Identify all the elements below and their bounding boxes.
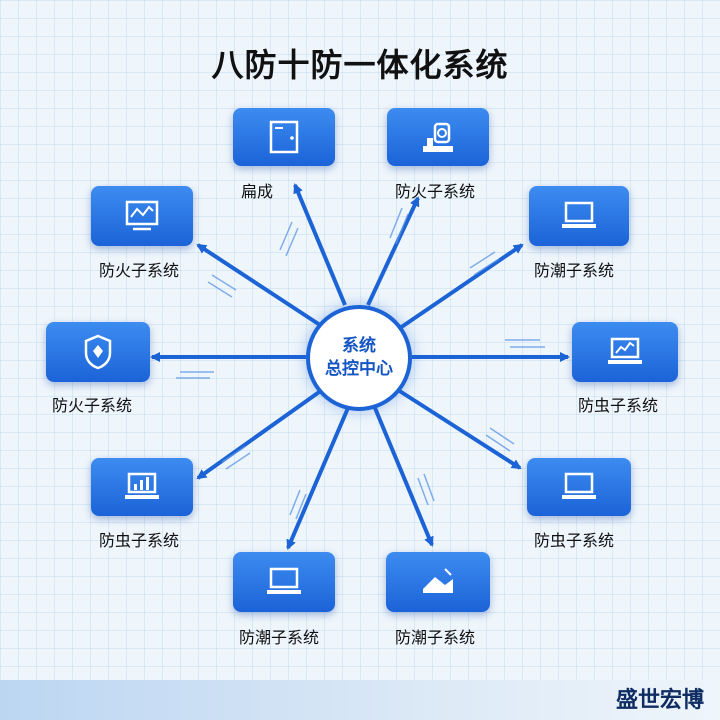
arrow-to-node-5 <box>396 388 522 470</box>
node-9-label: 防火子系统 <box>52 396 133 415</box>
node-2-label: 防火子系统 <box>395 182 476 201</box>
arrow-to-node-10 <box>196 243 322 327</box>
node-6-label: 防潮子系统 <box>395 628 476 647</box>
laptop-icon <box>267 567 301 594</box>
node-9-card[interactable] <box>46 322 150 382</box>
node-3-card[interactable] <box>529 186 629 246</box>
node-8-label: 防虫子系统 <box>99 531 180 550</box>
node-3-label: 防潮子系统 <box>534 261 615 280</box>
monitor-chart-icon <box>125 200 159 231</box>
hub-line-2: 总控中心 <box>325 359 393 379</box>
camera-icon <box>423 122 453 152</box>
node-7-label: 防潮子系统 <box>239 628 320 647</box>
page-title: 八防十防一体化系统 <box>211 46 509 84</box>
laptop-chart-icon <box>608 337 642 364</box>
node-8-card[interactable] <box>91 458 193 516</box>
node-4-card[interactable] <box>572 322 678 382</box>
laptop-icon <box>562 472 596 499</box>
arrow-to-node-3 <box>398 243 524 330</box>
arrow-to-node-6 <box>373 407 434 547</box>
shield-icon <box>84 334 112 370</box>
node-4-label: 防虫子系统 <box>578 396 659 415</box>
footer-band: 盛世宏博 <box>0 680 720 720</box>
warehouse-icon <box>423 568 453 593</box>
hub-line-1: 系统 <box>342 336 376 356</box>
node-5-card[interactable] <box>527 458 631 516</box>
node-10-card[interactable] <box>91 186 193 246</box>
node-6-card[interactable] <box>386 552 490 612</box>
arrow-to-node-8 <box>196 388 324 480</box>
arrow-to-node-1 <box>293 183 347 306</box>
node-7-card[interactable] <box>233 552 335 612</box>
node-1-label: 扁成 <box>241 182 274 201</box>
node-1-card[interactable] <box>233 108 335 166</box>
laptop-icon <box>562 201 596 228</box>
node-5-label: 防虫子系统 <box>534 531 615 550</box>
brand-logo: 盛世宏博 <box>615 688 704 713</box>
central-control-hub[interactable]: 系统 总控中心 <box>306 305 412 411</box>
node-10-label: 防火子系统 <box>99 261 180 280</box>
laptop-bar-chart-icon <box>125 472 159 499</box>
node-2-card[interactable] <box>387 108 489 166</box>
arrow-to-node-7 <box>286 407 350 550</box>
door-icon <box>269 120 299 154</box>
arrow-to-node-2 <box>366 196 420 306</box>
